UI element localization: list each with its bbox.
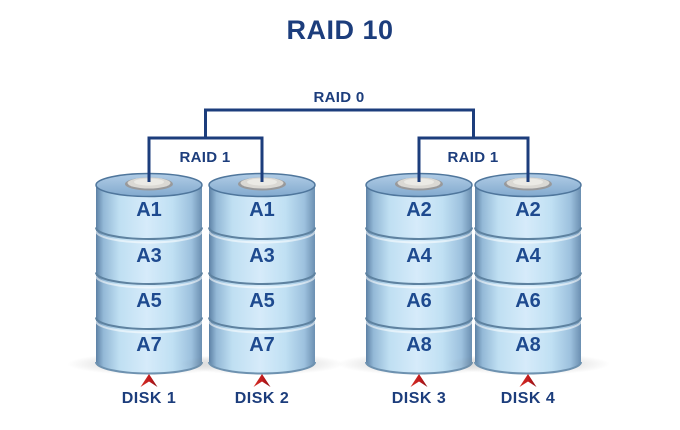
disk-cylinder-1: A1 A3 A5 A7 DISK 1 [67,172,231,407]
disk2-spindle-cap-icon [238,177,286,191]
disk-block-label: A6 [515,290,541,312]
raid1-bracket-left [147,136,264,182]
disk2-bottom-rim [208,361,316,375]
disk-cylinder-4: A2 A4 A6 A8 DISK 4 [446,172,610,407]
disk1-platter-grooves [95,227,203,334]
disk-name-label: DISK 2 [235,390,290,407]
disk-block-label: A2 [406,199,432,221]
disk-block-label: A3 [136,245,162,267]
disk-block-label: A8 [515,334,541,356]
disk4-bottom-rim [474,361,582,375]
disk-name-label: DISK 4 [501,390,556,407]
disk-block-label: A7 [136,334,162,356]
disk2-body [209,185,315,374]
disk-block-label: A5 [249,290,275,312]
disk-name-label: DISK 3 [392,390,447,407]
disk1-spindle-cap-icon [125,177,173,191]
disk-block-label: A8 [406,334,432,356]
disk2-platter-grooves [208,227,316,334]
disk-block-label: A3 [249,245,275,267]
disk3-body [366,185,472,374]
red-up-arrow-icon [253,374,271,387]
disk-name-label: DISK 1 [122,390,177,407]
red-up-arrow-icon [519,374,537,387]
page-title: RAID 10 [286,15,393,45]
raid0-label: RAID 0 [314,89,365,106]
disk-block-label: A6 [406,290,432,312]
disk-block-label: A2 [515,199,541,221]
disk4-spindle-cap-icon [504,177,552,191]
raid1-label-left: RAID 1 [180,149,231,166]
disk4-platter-grooves [474,227,582,334]
disk-block-label: A1 [249,199,275,221]
disk-block-label: A4 [515,245,541,267]
disk1-body [96,185,202,374]
raid1-bracket-right [417,136,530,182]
disk-cylinder-2: A1 A3 A5 A7 DISK 2 [180,172,344,407]
red-up-arrow-icon [140,374,158,387]
disk-block-label: A1 [136,199,162,221]
disk-block-label: A7 [249,334,275,356]
disk-block-label: A5 [136,290,162,312]
raid1-label-right: RAID 1 [448,149,499,166]
disk-block-label: A4 [406,245,432,267]
disk3-platter-grooves [365,227,473,334]
raid-connectors [147,108,530,182]
red-up-arrow-icon [410,374,428,387]
disk4-body [475,185,581,374]
raid0-bracket [204,108,475,138]
